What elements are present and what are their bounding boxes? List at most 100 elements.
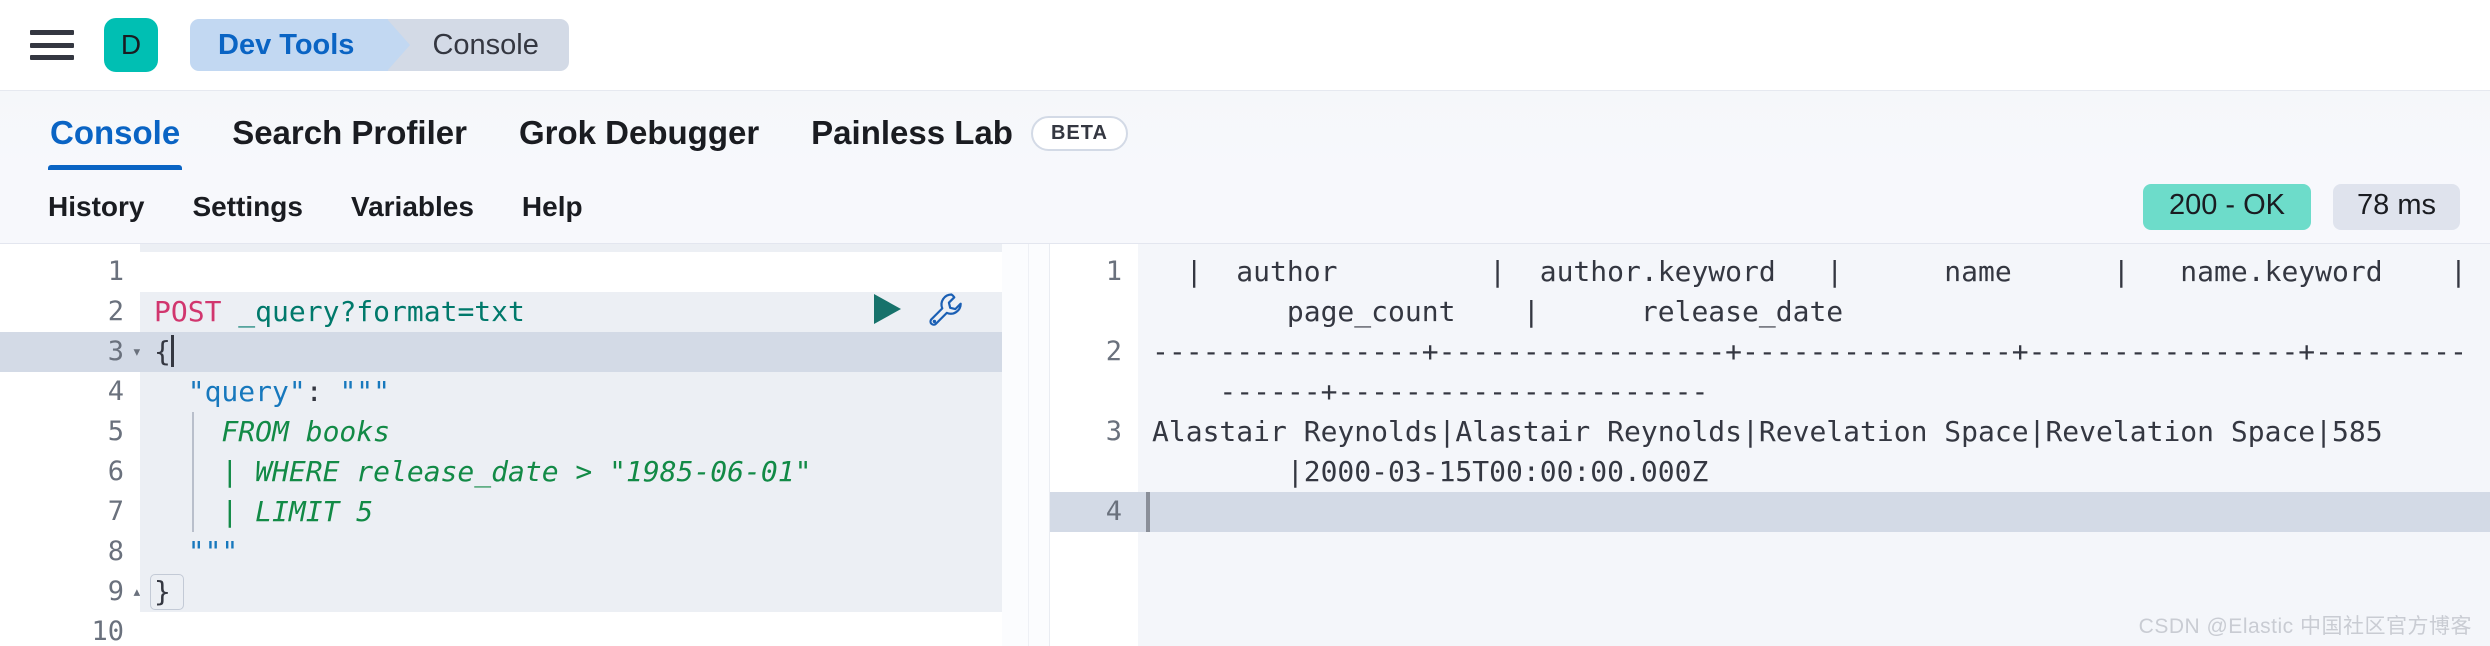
status-badge-duration: 78 ms — [2333, 183, 2460, 230]
editor-code-line[interactable]: POST _query?format=txt — [140, 292, 1028, 332]
editor-line-number: 7 — [107, 496, 124, 527]
output-text-line[interactable]: ------+---------------------- — [1138, 372, 2490, 412]
editor-code-line[interactable]: | WHERE release_date > "1985-06-01" — [140, 452, 1028, 492]
code-token: | WHERE release_date > "1985-06-01" — [154, 455, 812, 488]
output-text: page_count | release_date — [1152, 295, 1844, 328]
response-status-group: 200 - OK 78 ms — [2142, 183, 2460, 230]
code-token: } — [154, 575, 171, 608]
code-token: """ — [339, 375, 391, 408]
editor-line-number: 8 — [107, 536, 124, 567]
response-output[interactable]: | author | author.keyword | name | name.… — [1138, 244, 2490, 646]
editor-code-line[interactable]: | LIMIT 5 — [140, 492, 1028, 532]
output-line-number — [1050, 372, 1138, 412]
text-caret — [1146, 492, 1150, 532]
output-text: |2000-03-15T00:00:00.000Z — [1152, 455, 1709, 488]
avatar[interactable]: D — [104, 18, 158, 72]
output-text: | author | author.keyword | name | name.… — [1152, 255, 2467, 288]
editor-code-line[interactable]: """ — [140, 532, 1028, 572]
code-token — [323, 375, 340, 408]
wrench-icon[interactable] — [926, 290, 964, 333]
pane-divider[interactable] — [1028, 244, 1050, 646]
menu-item-settings[interactable]: Settings — [192, 190, 303, 222]
tab-console[interactable]: Console — [24, 114, 206, 170]
editor-code-line[interactable]: "query": """ — [140, 372, 1028, 412]
tab-label: Painless Lab — [811, 114, 1013, 151]
menu-item-history[interactable]: History — [48, 190, 145, 222]
menu-item-help[interactable]: Help — [521, 190, 583, 222]
output-text-line[interactable]: ----------------+-----------------+-----… — [1138, 332, 2490, 372]
output-text-line[interactable]: page_count | release_date — [1138, 292, 2490, 332]
tab-label: Search Profiler — [232, 114, 467, 151]
editor-code-line[interactable] — [140, 612, 1028, 646]
tab-painless-lab[interactable]: Painless Lab BETA — [785, 114, 1154, 170]
request-editor[interactable]: POST _query?format=txt{ "query": """ FRO… — [140, 244, 1028, 646]
tab-bar: Console Search Profiler Grok Debugger Pa… — [0, 90, 2490, 170]
code-token: : — [305, 375, 323, 408]
output-line-number: 4 — [1050, 492, 1138, 532]
response-output-pane[interactable]: 1 2 3 4 | author | author.keyword | name | … — [1050, 244, 2490, 646]
code-token — [154, 535, 188, 568]
breadcrumb: Dev Tools Console — [190, 19, 569, 71]
matching-brace-highlight — [150, 574, 184, 610]
output-line-number — [1050, 452, 1138, 492]
tab-label: Console — [50, 114, 181, 151]
output-text: Alastair Reynolds|Alastair Reynolds|Reve… — [1152, 415, 2383, 448]
code-token: | LIMIT 5 — [154, 495, 374, 528]
code-token: _query?format=txt — [238, 295, 525, 328]
editor-code-line[interactable]: FROM books — [140, 412, 1028, 452]
editor-line-number: 6 — [107, 456, 124, 487]
output-text-line[interactable]: | author | author.keyword | name | name.… — [1138, 252, 2490, 292]
menu-item-variables[interactable]: Variables — [350, 190, 474, 222]
editor-line-number: 5 — [107, 416, 124, 447]
breadcrumb-item-dev-tools[interactable]: Dev Tools — [190, 19, 411, 71]
editor-line-number: 1 — [107, 256, 124, 287]
tab-search-profiler[interactable]: Search Profiler — [206, 114, 493, 170]
editor-line-number: 2 — [107, 296, 124, 327]
code-token — [221, 295, 238, 328]
output-text-line[interactable] — [1138, 492, 2490, 532]
code-token: FROM books — [154, 415, 391, 448]
output-text: ----------------+-----------------+-----… — [1152, 335, 2467, 368]
editor-line-number: 9▴ — [0, 572, 142, 612]
editor-line-number: 10 — [91, 616, 124, 646]
hamburger-bar — [30, 55, 74, 60]
indent-guide — [192, 492, 194, 532]
fold-up-icon[interactable]: ▴ — [131, 582, 142, 602]
hamburger-bar — [30, 30, 74, 35]
beta-badge: BETA — [1030, 115, 1128, 151]
editor-action-icons — [870, 290, 964, 333]
fold-down-icon[interactable]: ▾ — [131, 342, 142, 362]
output-text-line[interactable]: |2000-03-15T00:00:00.000Z — [1138, 452, 2490, 492]
output-line-number: 1 — [1105, 256, 1122, 287]
console-menu-bar: History Settings Variables Help 200 - OK… — [0, 170, 2490, 244]
editor-line-number: 4 — [107, 376, 124, 407]
editor-code-line[interactable]: { — [140, 332, 1028, 372]
play-icon[interactable] — [870, 291, 904, 332]
editor-code-line[interactable] — [140, 252, 1028, 292]
output-line-number: 3 — [1105, 416, 1122, 447]
output-line-number: 2 — [1105, 336, 1122, 367]
editor-line-number: 3▾ — [0, 332, 142, 372]
editor-code-line[interactable]: } — [140, 572, 1028, 612]
hamburger-bar — [30, 42, 74, 48]
tab-grok-debugger[interactable]: Grok Debugger — [493, 114, 785, 170]
code-token: """ — [187, 535, 239, 568]
output-line-numbers: 1 2 3 4 — [1050, 244, 1138, 646]
breadcrumb-item-console[interactable]: Console — [386, 19, 569, 71]
text-caret — [170, 335, 174, 367]
indent-guide — [192, 452, 194, 492]
indent-guide — [192, 412, 194, 452]
code-token — [154, 375, 188, 408]
status-badge-code: 200 - OK — [2142, 183, 2312, 230]
output-text-line[interactable]: Alastair Reynolds|Alastair Reynolds|Reve… — [1138, 412, 2490, 452]
code-token: { — [154, 335, 171, 368]
code-token: POST — [154, 295, 222, 328]
output-text: ------+---------------------- — [1152, 375, 1709, 408]
top-chrome-bar: D Dev Tools Console — [0, 0, 2490, 90]
output-line-number — [1050, 292, 1138, 332]
hamburger-icon[interactable] — [30, 27, 74, 63]
